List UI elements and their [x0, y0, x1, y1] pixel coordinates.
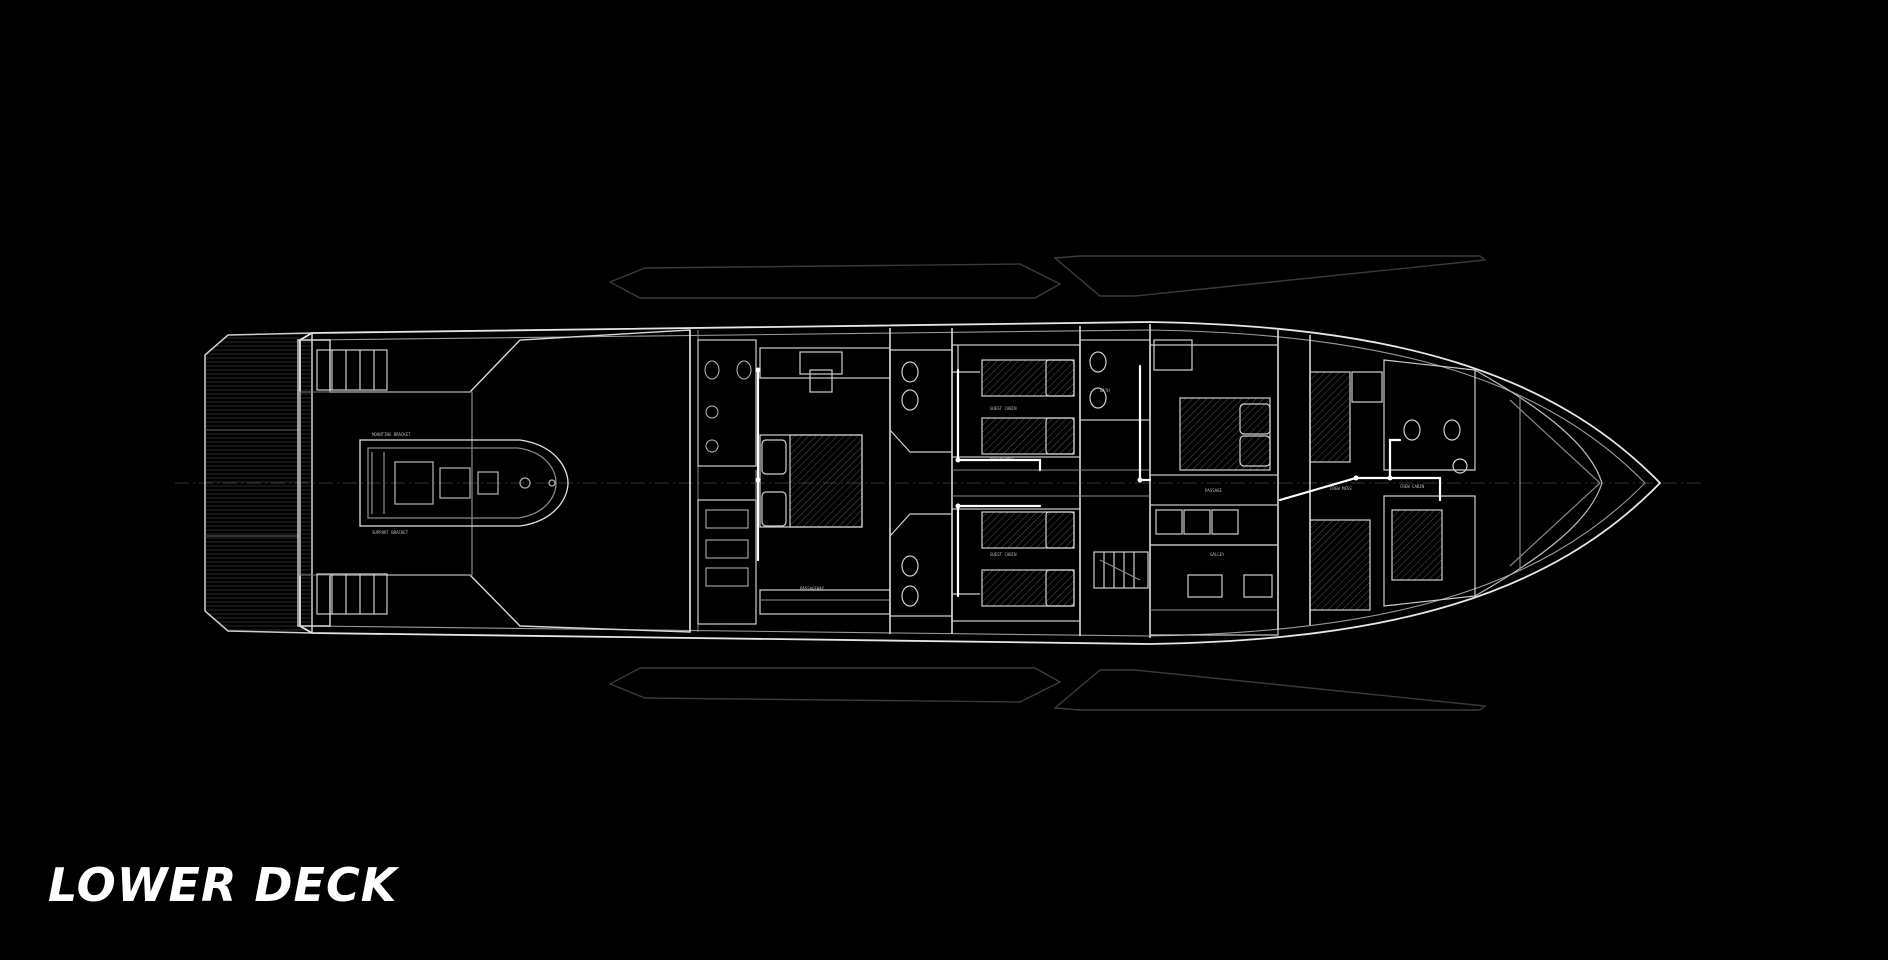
- crew-stairs: [1093, 551, 1149, 589]
- owner-bath-fixtures: [704, 360, 752, 587]
- galley: [1149, 544, 1279, 636]
- vip-cabin: [1079, 339, 1279, 546]
- hull-outline: [299, 321, 1662, 645]
- upper-fins: [608, 255, 1487, 299]
- svg-text:GUEST CABIN: GUEST CABIN: [990, 406, 1017, 411]
- owner-cabin: [697, 339, 891, 625]
- svg-text:PASSAGEWAY: PASSAGEWAY: [800, 586, 825, 591]
- piping-nodes: [755, 367, 1393, 509]
- svg-text:GUEST CABIN: GUEST CABIN: [990, 552, 1017, 557]
- tender-garage: [297, 329, 691, 633]
- svg-text:CREW MESS: CREW MESS: [1330, 486, 1352, 491]
- svg-text:SUPPORT BRACKET: SUPPORT BRACKET: [372, 530, 409, 535]
- stern-stairs-lower: [316, 573, 388, 615]
- deck-title: LOWER DECK: [48, 858, 398, 912]
- svg-text:BATH: BATH: [1100, 388, 1110, 393]
- stern-stairs-upper: [316, 349, 388, 391]
- svg-text:GALLEY: GALLEY: [1210, 552, 1225, 557]
- bow-lines: [1474, 369, 1603, 597]
- central-corridor: [952, 469, 1150, 497]
- tender-boat: [359, 439, 569, 527]
- lower-fins: [608, 667, 1487, 711]
- guest-cabin-starboard: [889, 508, 1081, 622]
- svg-text:CREW CABIN: CREW CABIN: [1400, 484, 1425, 489]
- swim-platform: [204, 332, 313, 634]
- svg-text:PASSAGEWAY: PASSAGEWAY: [990, 456, 1015, 461]
- svg-text:MOUNTING BRACKET: MOUNTING BRACKET: [372, 432, 411, 437]
- svg-text:PASSAGE: PASSAGE: [1205, 488, 1222, 493]
- crew-quarters: [1309, 359, 1476, 611]
- guest-cabin-port: [889, 344, 1081, 458]
